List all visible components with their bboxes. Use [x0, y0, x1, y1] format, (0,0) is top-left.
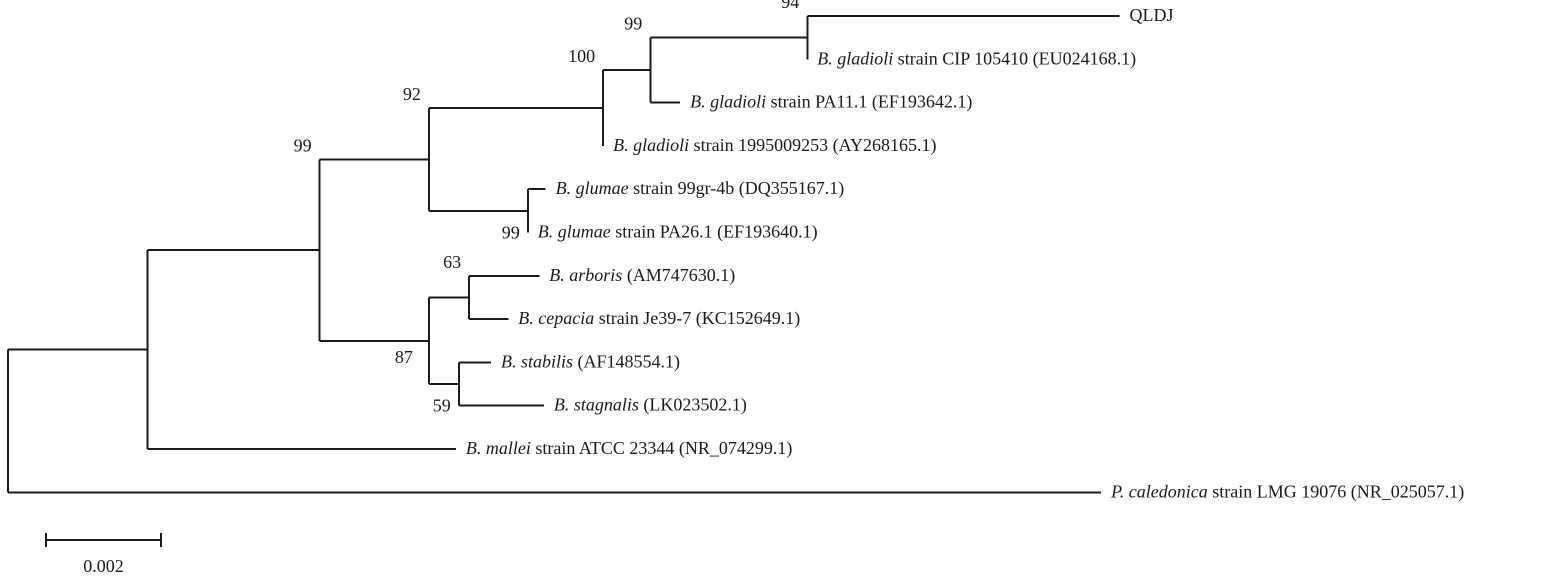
- tree-labels: QLDJ B. gladioli strain CIP 105410 (EU024…: [294, 0, 1465, 502]
- leaf-label-stabilis: B. stabilis (AF148554.1): [501, 352, 680, 373]
- leaf-label-ay268: B. gladioli strain 1995009253 (AY268165.…: [613, 135, 936, 156]
- leaf-label-caledonica: P. caledonica strain LMG 19076 (NR_02505…: [1110, 481, 1464, 502]
- species-name: B. cepacia: [518, 308, 594, 328]
- strain-accession: strain PA11.1 (EF193642.1): [766, 92, 972, 113]
- bootstrap-value-n8: 87: [395, 347, 413, 367]
- species-name: B. stagnalis: [554, 395, 639, 415]
- species-name: B. gladioli: [817, 48, 893, 68]
- leaf-label-qldj: QLDJ: [1129, 5, 1173, 25]
- species-name: B. mallei: [466, 438, 531, 458]
- species-name: P. caledonica: [1110, 481, 1208, 501]
- bootstrap-value-n5: 99: [624, 14, 642, 34]
- species-name: B. glumae: [538, 222, 611, 242]
- leaf-label-stagnalis: B. stagnalis (LK023502.1): [554, 395, 747, 416]
- leaf-label-cepacia: B. cepacia strain Je39-7 (KC152649.1): [518, 308, 800, 329]
- species-name: B. gladioli: [690, 92, 766, 112]
- strain-accession: strain LMG 19076 (NR_025057.1): [1208, 481, 1464, 502]
- strain-accession: (AM747630.1): [622, 265, 735, 286]
- bootstrap-value-n4: 100: [568, 46, 595, 66]
- leaf-label-arboris: B. arboris (AM747630.1): [549, 265, 735, 286]
- strain-accession: strain PA26.1 (EF193640.1): [611, 222, 818, 243]
- strain-accession: strain 1995009253 (AY268165.1): [689, 135, 936, 156]
- species-name: B. stabilis: [501, 352, 573, 372]
- leaf-label-ef1936: B. glumae strain PA26.1 (EF193640.1): [538, 222, 818, 243]
- bootstrap-value-n7: 99: [502, 223, 520, 243]
- tree-branches: [7, 15, 1120, 494]
- bootstrap-value-n2: 99: [294, 135, 312, 155]
- leaf-label-pa11: B. gladioli strain PA11.1 (EF193642.1): [690, 92, 972, 113]
- leaf-label-dq355: B. glumae strain 99gr-4b (DQ355167.1): [556, 178, 845, 199]
- leaf-label-mallei: B. mallei strain ATCC 23344 (NR_074299.1…: [466, 438, 793, 459]
- scale-bar-label: 0.002: [83, 556, 124, 576]
- species-name: B. gladioli: [613, 135, 689, 155]
- strain-accession: QLDJ: [1129, 5, 1173, 25]
- leaf-label-cip: B. gladioli strain CIP 105410 (EU024168.…: [817, 48, 1136, 69]
- strain-accession: strain ATCC 23344 (NR_074299.1): [531, 438, 793, 459]
- strain-accession: strain 99gr-4b (DQ355167.1): [629, 178, 845, 199]
- strain-accession: strain Je39-7 (KC152649.1): [594, 308, 800, 329]
- species-name: B. arboris: [549, 265, 622, 285]
- strain-accession: (LK023502.1): [639, 395, 747, 416]
- bootstrap-value-n9: 63: [443, 252, 461, 272]
- bootstrap-value-n10: 59: [433, 396, 451, 416]
- strain-accession: strain CIP 105410 (EU024168.1): [893, 48, 1136, 69]
- scale-bar: 0.002: [45, 533, 162, 576]
- bootstrap-value-n6: 94: [781, 0, 799, 12]
- bootstrap-value-n3: 92: [403, 84, 421, 104]
- species-name: B. glumae: [556, 178, 629, 198]
- strain-accession: (AF148554.1): [573, 352, 680, 373]
